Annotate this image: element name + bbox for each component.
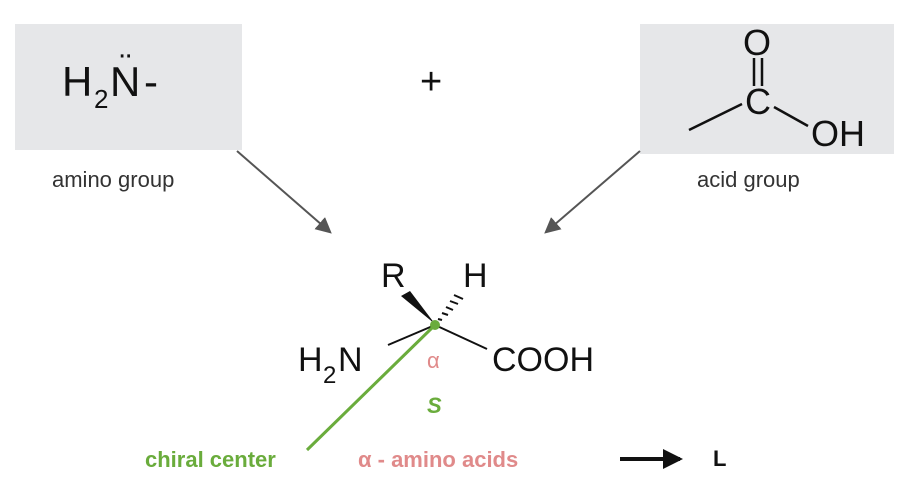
amino-subscript: 2 bbox=[94, 84, 108, 114]
l-label: L bbox=[713, 446, 726, 471]
amino-group-caption: amino group bbox=[52, 167, 174, 192]
acid-bond-right bbox=[773, 105, 809, 128]
acid-carbon: C bbox=[745, 81, 771, 122]
acid-oxygen-top: O bbox=[743, 22, 771, 63]
amine-n-label: N bbox=[338, 341, 363, 379]
acid-hydroxyl: OH bbox=[811, 113, 865, 154]
bond-to-amine bbox=[387, 324, 436, 346]
alpha-label: α bbox=[427, 348, 440, 373]
chiral-center-pointer bbox=[305, 323, 437, 452]
amino-lone-pair: ¨ bbox=[120, 48, 131, 86]
carboxyl-label: COOH bbox=[492, 341, 594, 379]
acid-bond-left bbox=[688, 102, 743, 132]
amino-n: N bbox=[110, 58, 140, 105]
acid-group-caption: acid group bbox=[697, 167, 800, 192]
r-group-label: R bbox=[381, 257, 406, 295]
hydrogen-label: H bbox=[463, 257, 488, 295]
amino-acid-structure: R H H 2 N COOH α S bbox=[298, 257, 594, 418]
chiral-center-label: chiral center bbox=[145, 447, 276, 472]
acid-to-center-arrow bbox=[544, 150, 641, 234]
amine-h-label: H bbox=[298, 341, 323, 379]
plus-sign: + bbox=[420, 61, 442, 103]
hash-bond bbox=[437, 294, 464, 321]
alpha-amino-acids-label: α - amino acids bbox=[358, 447, 518, 472]
amino-to-center-arrow bbox=[236, 150, 332, 234]
amino-h: H bbox=[62, 58, 92, 105]
wedge-bond bbox=[401, 291, 435, 324]
amino-group-formula: H 2 N ¨ - bbox=[62, 48, 158, 114]
amino-dash: - bbox=[144, 58, 158, 105]
s-configuration-label: S bbox=[427, 393, 442, 418]
acid-group-panel: O C OH bbox=[640, 22, 894, 154]
amino-group-panel: H 2 N ¨ - bbox=[15, 24, 242, 150]
amine-subscript: 2 bbox=[323, 362, 336, 389]
amino-group-box bbox=[15, 24, 242, 150]
acid-group-box bbox=[640, 24, 894, 154]
bond-to-carboxyl bbox=[434, 324, 488, 350]
